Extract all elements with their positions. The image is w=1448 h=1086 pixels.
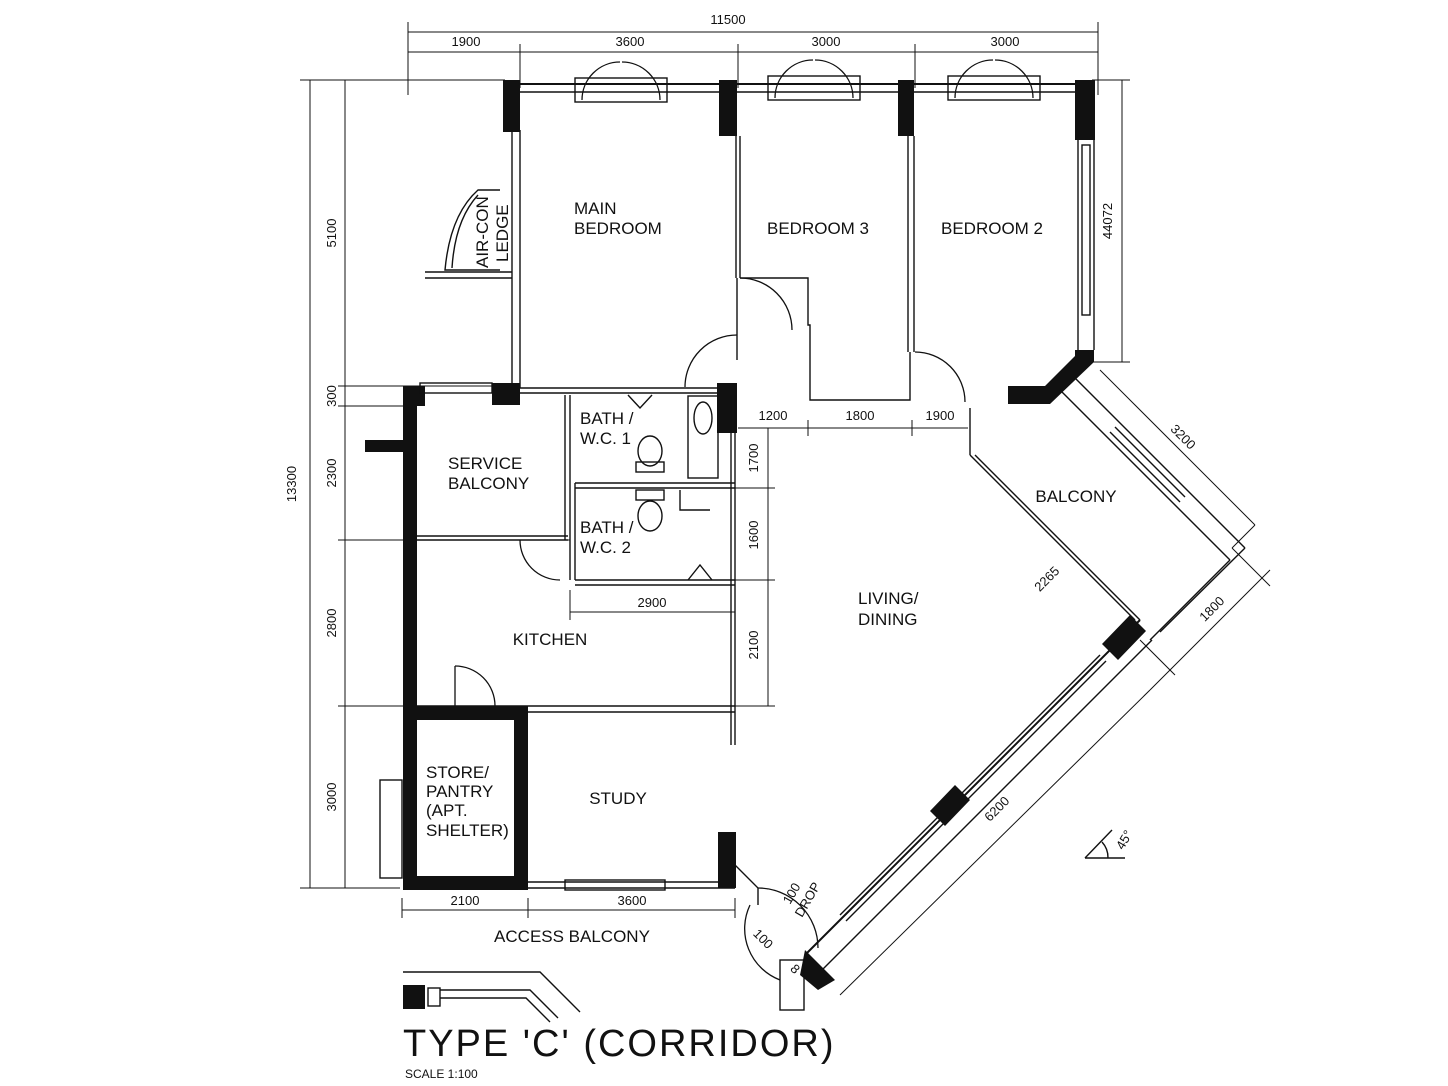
store-label-line3: (APT.: [426, 801, 468, 820]
study-label: STUDY: [589, 789, 647, 808]
plan-title: TYPE 'C' (CORRIDOR): [403, 1023, 836, 1065]
dim-balcony-side: 1800: [1196, 593, 1227, 624]
dim-inner-2: 1800: [846, 408, 875, 423]
balcony-label: BALCONY: [1035, 487, 1116, 506]
dim-drop-small: 100: [750, 926, 776, 952]
service-balcony-label-line2: BALCONY: [448, 474, 529, 493]
dim-bottom-1: 2100: [451, 893, 480, 908]
dim-bath2-height: 1600: [746, 521, 761, 550]
dim-right-bedroom2: 44072: [1100, 203, 1115, 239]
dim-kitchen-width: 2900: [638, 595, 667, 610]
corridor-key: [403, 971, 581, 1023]
main-bedroom-label-line1: MAIN: [574, 199, 617, 218]
angle-label: 45°: [1113, 827, 1136, 852]
access-balcony-label: ACCESS BALCONY: [494, 927, 650, 946]
kitchen-label: KITCHEN: [513, 630, 588, 649]
dim-top-seg-4: 3000: [991, 34, 1020, 49]
bath-1-label-line1: BATH /: [580, 409, 634, 428]
dim-bath1-height: 1700: [746, 444, 761, 473]
store-label-line2: PANTRY: [426, 782, 493, 801]
living-dining-label-line2: DINING: [858, 610, 918, 629]
dim-top-seg-2: 3600: [616, 34, 645, 49]
dim-left-seg-3: 2300: [324, 459, 339, 488]
aircon-ledge-label-line2: LEDGE: [493, 204, 512, 262]
aircon-ledge-label-line1: AIR-CON: [473, 196, 492, 268]
dim-left-seg-2: 300: [324, 385, 339, 407]
service-balcony-label-line1: SERVICE: [448, 454, 522, 473]
dim-left-seg-1: 5100: [324, 219, 339, 248]
dim-top-seg-1: 1900: [452, 34, 481, 49]
dim-inner-3: 1900: [926, 408, 955, 423]
dim-bottom-2: 3600: [618, 893, 647, 908]
dim-left-seg-4: 2800: [324, 609, 339, 638]
living-dining-label-line1: LIVING/: [858, 589, 919, 608]
room-labels: MAIN BEDROOM BEDROOM 3 BEDROOM 2 AIR-CON…: [426, 196, 1117, 946]
bedroom-2-label: BEDROOM 2: [941, 219, 1043, 238]
dim-inner-1: 1200: [759, 408, 788, 423]
bath-2-label-line2: W.C. 2: [580, 538, 631, 557]
bedroom-3-label: BEDROOM 3: [767, 219, 869, 238]
angle-marker: 45°: [1084, 827, 1136, 859]
dim-left-total: 13300: [284, 466, 299, 502]
dim-balcony-diag: 3200: [1168, 421, 1199, 452]
dim-balcony-inner: 2265: [1031, 563, 1062, 594]
main-bedroom-label-line2: BEDROOM: [574, 219, 662, 238]
bath-2-label-line1: BATH /: [580, 518, 634, 537]
plan-scale: SCALE 1:100: [405, 1067, 478, 1081]
store-label-line4: SHELTER): [426, 821, 509, 840]
bath-1-label-line2: W.C. 1: [580, 429, 631, 448]
dim-top-seg-3: 3000: [812, 34, 841, 49]
store-label-line1: STORE/: [426, 763, 489, 782]
dim-living-diag: 6200: [981, 793, 1012, 824]
dim-left-seg-5: 3000: [324, 783, 339, 812]
dim-kitchen-height: 2100: [746, 631, 761, 660]
doors: [454, 59, 1034, 981]
walls: [365, 75, 1246, 1011]
dim-top-total: 11500: [710, 12, 745, 27]
